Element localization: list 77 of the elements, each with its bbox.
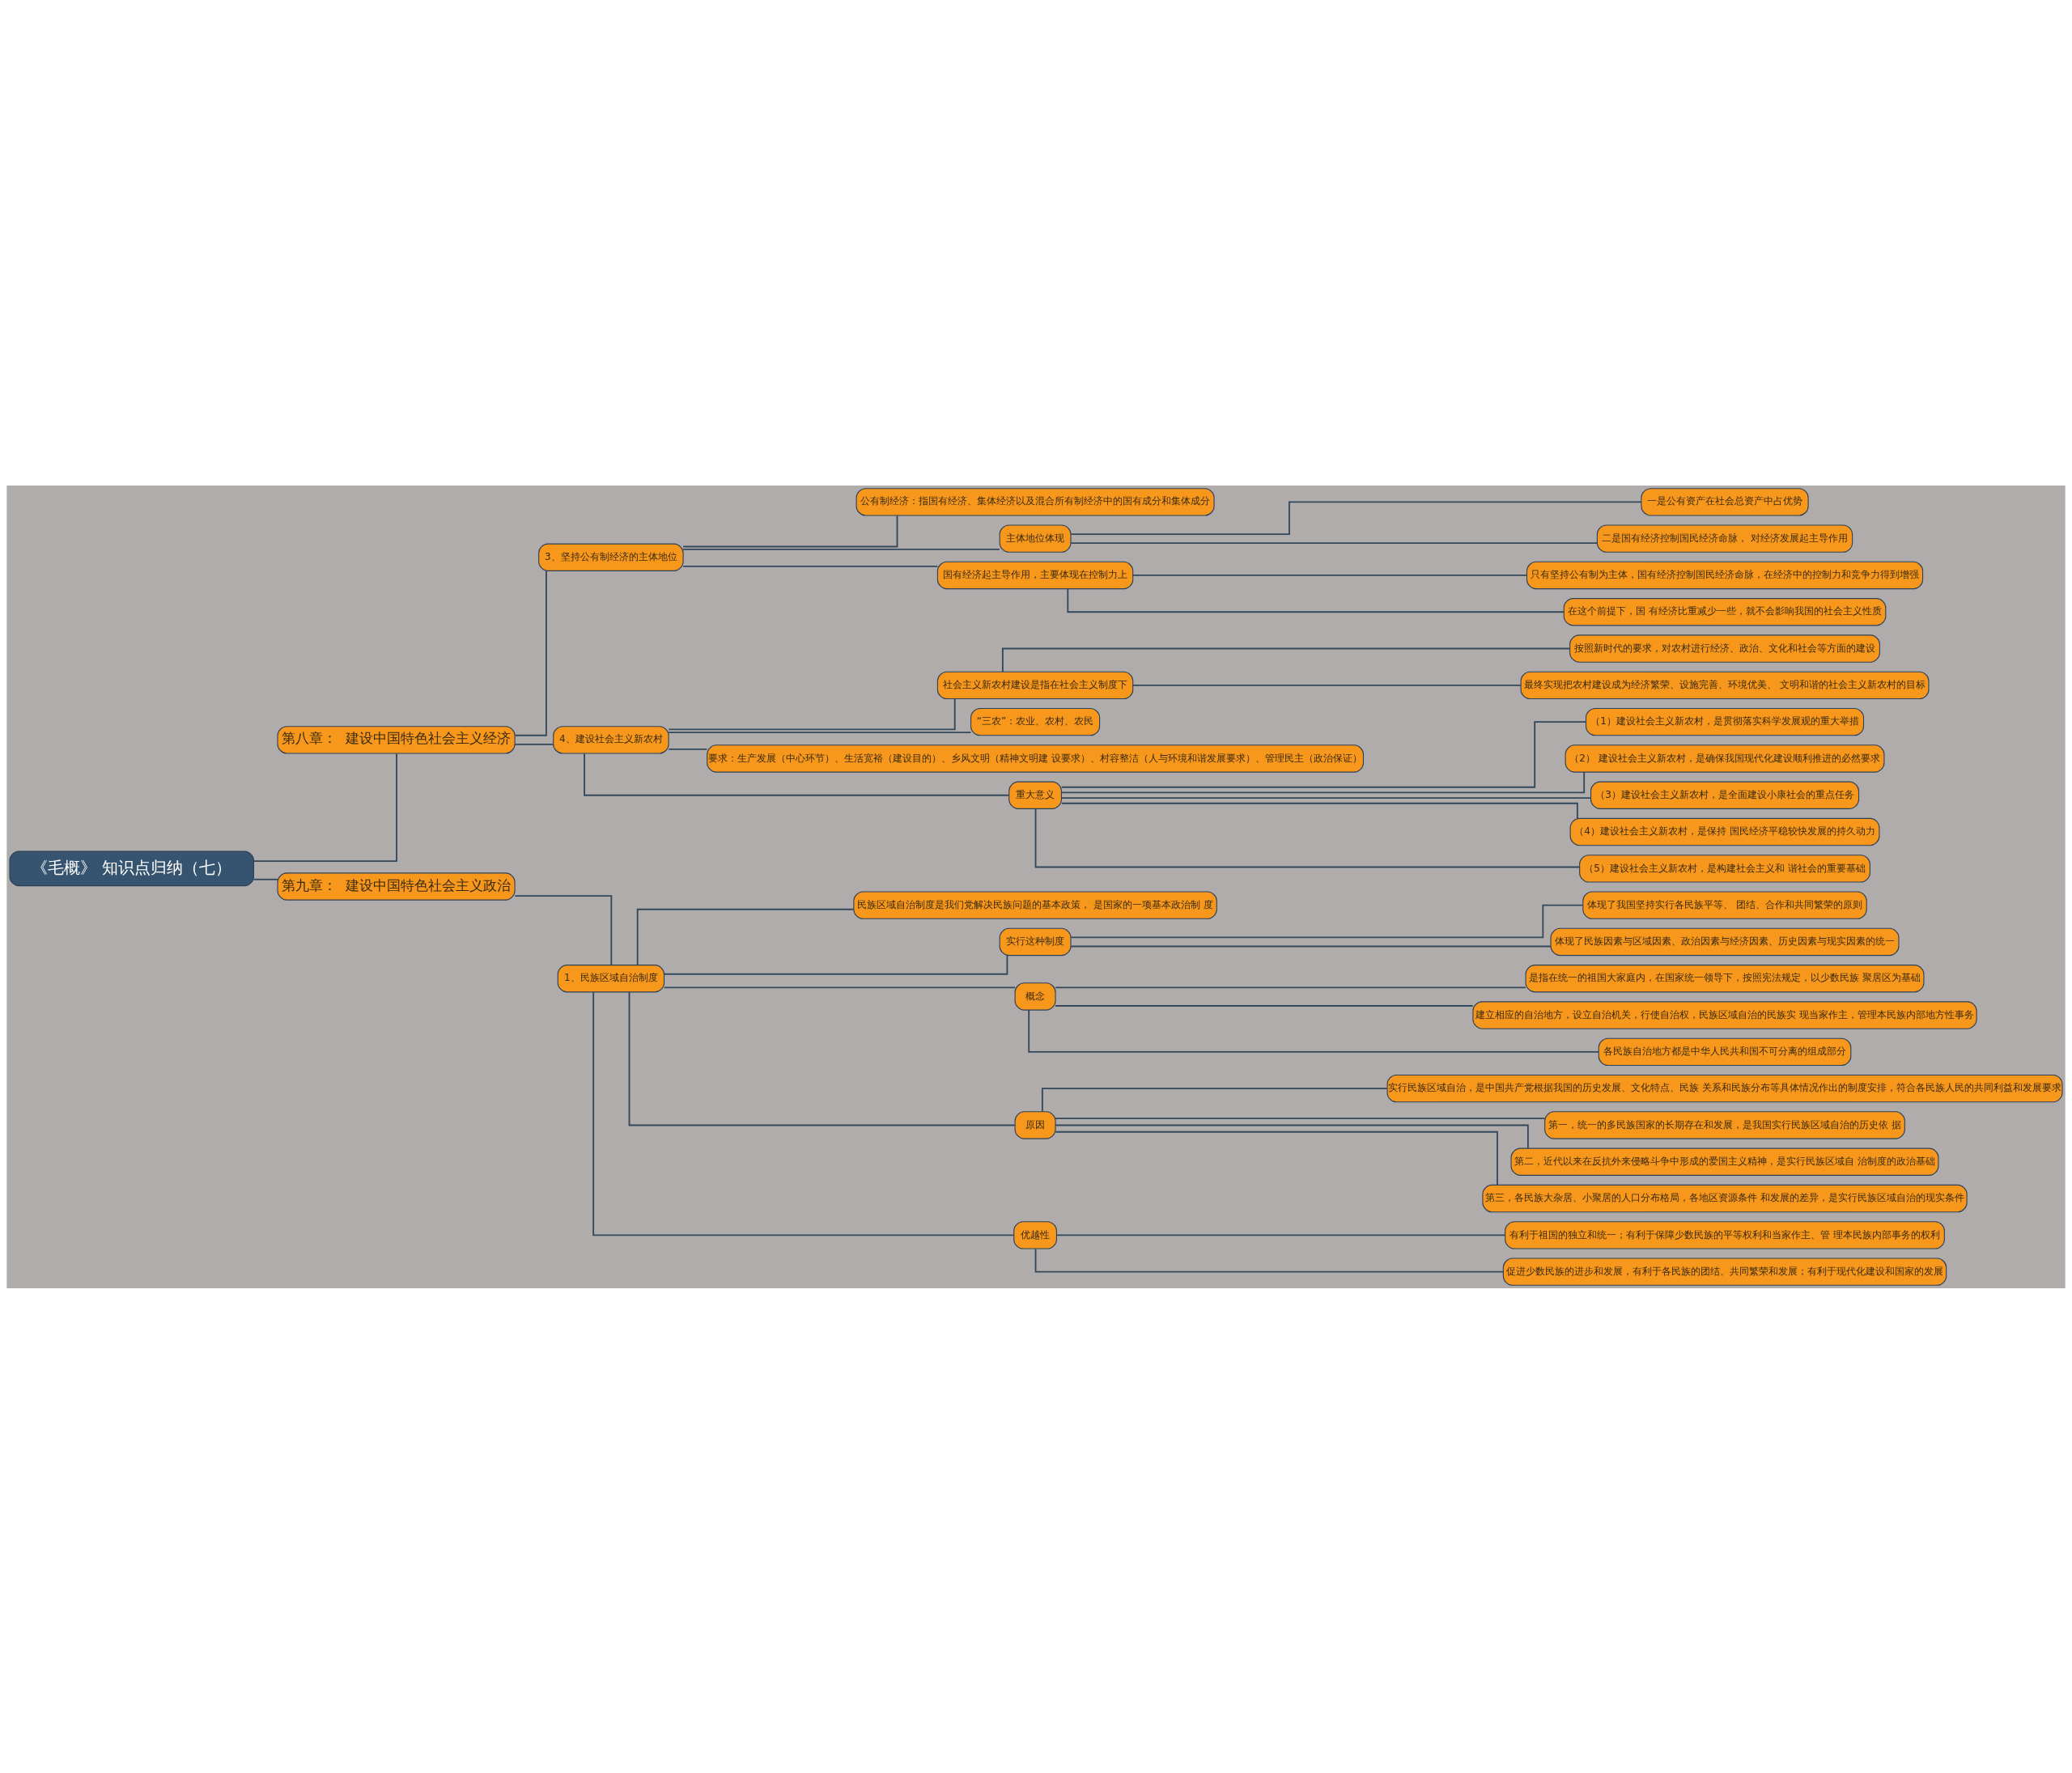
node-box: 在这个前提下，国 有经济比重减少一些，就不会影响我国的社会主义性质	[1563, 597, 1887, 626]
node-box: 第九章： 建设中国特色社会主义政治	[277, 872, 516, 901]
connector	[592, 990, 1015, 1236]
connector	[1060, 796, 1592, 799]
node-box: 民族区域自治制度是我们党解决民族问题的基本政策， 是国家的一项基本政治制 度	[853, 890, 1217, 919]
connector	[1055, 1117, 1546, 1119]
node-box: （1）建设社会主义新农村，是贯彻落实科学发展观的重大举措	[1585, 707, 1865, 736]
node-box: 要求：生产发展（中心环节）、生活宽裕（建设目的）、乡风文明（精神文明建 设要求）、村容整洁（人与环境和谐发展要求）、管理民主（政治保证）	[707, 744, 1365, 773]
node-box: 实行这种制度	[999, 927, 1072, 956]
connector	[253, 878, 278, 880]
node-box: 有利于祖国的独立和统一；有利于保障少数民族的平等权利和当家作主、管 理本民族内部事务的权利	[1505, 1220, 1945, 1249]
node-box: 第一，统一的多民族国家的长期存在和发展，是我国实行民族区域自治的历史依 据	[1544, 1110, 1905, 1139]
connector	[1034, 1247, 1505, 1273]
node-box: 最终实现把农村建设成为经济繁荣、设施完善、环境优美、 文明和谐的社会主义新农村的目标	[1520, 671, 1930, 699]
node-box: （2） 建设社会主义新农村，是确保我国现代化建设顺利推进的必然要求	[1565, 744, 1885, 773]
node-box: 第三，各民族大杂居、小聚居的人口分布格局，各地区资源条件 和发展的差异，是实行民族区域自治的现实条件	[1482, 1184, 1968, 1212]
connector	[663, 954, 1008, 975]
node-box: 公有制经济：指国有经济、集体经济以及混合所有制经济中的国有成分和集体成分	[856, 487, 1215, 516]
node-box: 主体地位体现	[999, 524, 1072, 553]
connector	[682, 548, 1000, 550]
connector	[682, 514, 898, 547]
node-box: （3）建设社会主义新农村，是全面建设小康社会的重点任务	[1590, 781, 1860, 809]
connector	[1055, 1233, 1506, 1236]
connector	[1132, 684, 1522, 686]
connector	[1055, 1124, 1529, 1149]
connector	[514, 894, 613, 965]
node-box: 按照新时代的要求，对农村进行经济、政治、文化和社会等方面的建设	[1569, 634, 1880, 663]
node-box: 体现了民族因素与区域因素、政治因素与经济因素、历史因素与现实因素的统一	[1550, 927, 1900, 956]
node-box: 促进少数民族的进步和发展，有利于各民族的团结、共同繁荣和发展；有利于现代化建设和国家的发展	[1502, 1257, 1947, 1286]
node-box: 体现了我国坚持实行各民族平等、 团结、合作和共同繁荣的原则	[1582, 890, 1867, 919]
node-box: 重大意义	[1008, 781, 1062, 809]
connector	[1070, 904, 1584, 938]
connector	[663, 986, 1016, 988]
node-box: 二是国有经济控制国民经济命脉， 对经济发展起主导作用	[1596, 524, 1853, 553]
connector	[1041, 1087, 1388, 1112]
node-box: 是指在统一的祖国大家庭内，在国家统一领导下，按照宪法规定，以少数民族 聚居区为基础	[1525, 964, 1925, 992]
node-box: 实行民族区域自治，是中国共产党根据我国的历史发展、文化特点、民族 关系和民族分布等具体情况作出的制度安排，符合各民族人民的共同利益和发展要求	[1386, 1074, 2063, 1102]
node-box: （5）建设社会主义新农村，是构建社会主义和 谐社会的重要基础	[1579, 854, 1870, 883]
node-box: （4）建设社会主义新农村，是保持 国民经济平稳较快发展的持久动力	[1569, 817, 1880, 846]
node-box: 建立相应的自治地方，设立自治机关，行使自治权，民族区域自治的民族实 现当家作主，管理本民族内部地方性事务	[1472, 1000, 1977, 1029]
connector	[1060, 770, 1586, 793]
connector	[1028, 1008, 1599, 1053]
node-box: 《毛概》 知识点归纳（七）	[9, 850, 254, 886]
connector	[668, 731, 972, 733]
connector	[682, 565, 939, 567]
node-box: 4、建设社会主义新农村	[553, 725, 669, 754]
connector	[514, 743, 554, 745]
connector	[1132, 574, 1528, 576]
node-box: 第二，近代以来在反抗外来侵略斗争中形成的爱国主义精神，是实行民族区域自 治制度的政治基础	[1510, 1147, 1939, 1176]
connector	[668, 698, 956, 730]
node-box: “三农”：农业、农村、农民	[970, 707, 1101, 736]
connector	[584, 752, 1010, 796]
connector	[668, 748, 708, 750]
connector	[1055, 1130, 1498, 1186]
node-box: 3、坚持公有制经济的主体地位	[538, 543, 684, 571]
node-box: 只有坚持公有制为主体，国有经济控制国民经济命脉，在经济中的控制力和竞争力得到增强	[1526, 561, 1924, 589]
node-box: 概念	[1014, 982, 1056, 1011]
node-box: 第八章： 建设中国特色社会主义经济	[277, 725, 516, 754]
connector	[1070, 945, 1552, 947]
node-box: 国有经济起主导作用，主要体现在控制力上	[936, 561, 1134, 589]
node-box: 各民族自治地方都是中华人民共和国不可分离的组成部分	[1598, 1037, 1852, 1066]
node-box: 社会主义新农村建设是指在社会主义制度下	[936, 671, 1134, 699]
connector	[1060, 802, 1578, 819]
connector	[1070, 541, 1599, 544]
connector	[1060, 720, 1587, 788]
connector	[1070, 500, 1642, 535]
connector	[636, 908, 855, 965]
node-box: 原因	[1014, 1110, 1056, 1139]
connector	[1034, 808, 1581, 867]
node-box: 1、民族区域自治制度	[557, 964, 665, 992]
connector	[253, 752, 397, 862]
connector	[1055, 1004, 1474, 1007]
connector	[628, 990, 1016, 1126]
node-box: 一是公有资产在社会总资产中占优势	[1641, 487, 1809, 516]
connector	[514, 570, 547, 736]
node-box: 优越性	[1013, 1220, 1057, 1249]
connector	[1055, 986, 1526, 988]
